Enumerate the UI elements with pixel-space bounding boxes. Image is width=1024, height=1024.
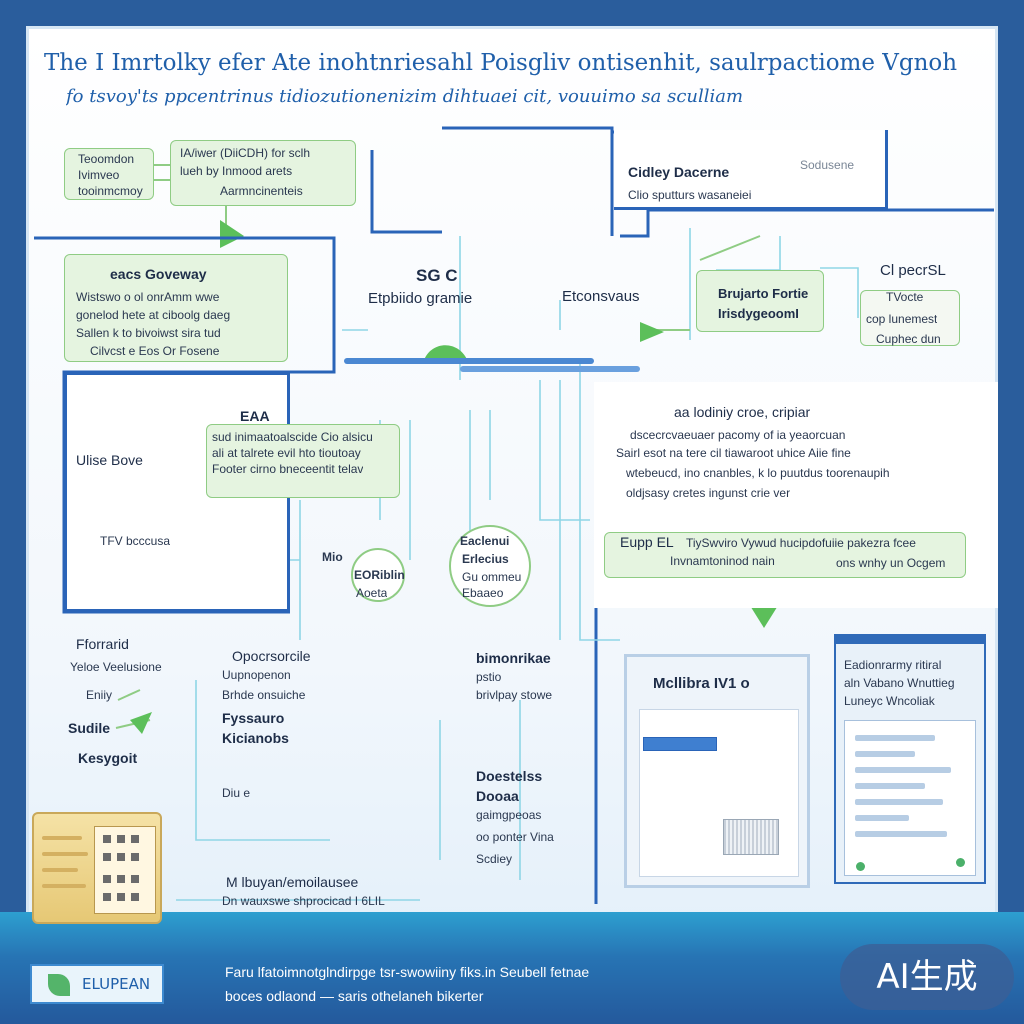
right-b-line-4: oldjsasy cretes ingunst crie ver — [626, 486, 791, 500]
left-b-title: Ulise Bove — [76, 452, 143, 468]
mid-small2-a: Eaclenui — [460, 534, 510, 548]
node-mid-b[interactable] — [206, 424, 400, 498]
top-right-tag: Sodusene — [800, 158, 855, 172]
footer-line-2: boces odlaond — saris othelaneh bikerter — [225, 988, 484, 1004]
right-b-line-1: dscecrcvaeuaer pacomy of ia yeaorcuan — [630, 428, 846, 442]
mid-small2-b: Erlecius — [462, 552, 509, 566]
col-d-line-2: pstio — [476, 670, 502, 684]
col-e-line-4: oo ponter Vina — [476, 830, 554, 844]
screen-title: Mcllibra IV1 o — [653, 675, 750, 692]
center-a-title: SG C — [416, 266, 458, 285]
col-c-line-3: Brhde onsuiche — [222, 688, 306, 702]
right-b2-title: Eupp EL — [620, 534, 674, 550]
col-e-line-2: Dooaa — [476, 788, 519, 804]
mid-small-a: Mio — [322, 550, 343, 564]
brand-logo: ELUPEAN — [30, 964, 164, 1004]
col-e-line-1: Doestelss — [476, 768, 543, 784]
col-c-line-5: Kicianobs — [222, 730, 289, 746]
window-pane — [844, 720, 976, 876]
right-c-line-3: Cuphec dun — [876, 332, 941, 346]
left-c-line-3: Eniiy — [86, 688, 113, 702]
mid-small-b: EORiblin — [354, 568, 405, 582]
mid-small2-c: Gu ommeu — [462, 570, 522, 584]
bottom-note-line-1: M lbuyan/emoilausee — [226, 874, 359, 890]
right-b-line-3: wtebeucd, ino cnanbles, k lo puutdus too… — [626, 466, 890, 480]
col-e-line-5: Scdiey — [476, 852, 513, 866]
top-right-title: Cidley Dacerne — [628, 164, 730, 180]
top-left-line-1: Teoomdon — [78, 152, 135, 166]
window-titlebar — [836, 636, 984, 644]
progress-bar-right — [460, 366, 640, 372]
node-top-left[interactable] — [64, 148, 154, 200]
col-d-line-3: brivlpay stowe — [476, 688, 553, 702]
center-c-title: Brujarto Fortie — [718, 286, 809, 301]
window-line-2: aln Vabano Wnuttieg — [844, 676, 955, 690]
window-status-dot-2 — [956, 858, 965, 867]
gateway-line-3: Sallen k to bivoiwst sira tud — [76, 326, 221, 340]
node-center-c[interactable] — [696, 270, 824, 332]
right-c-title: Cl pecrSL — [880, 262, 946, 279]
gateway-line-4: Cilvcst e Eos Or Fosene — [90, 344, 220, 358]
node-gateway[interactable] — [64, 254, 288, 362]
node-right-c[interactable] — [860, 290, 960, 346]
right-b2-line-1: TiySwviro Vywud hucipdofuiie pakezra fce… — [686, 536, 916, 550]
right-c-line-1: TVocte — [886, 290, 924, 304]
node-right-b2[interactable] — [604, 532, 966, 578]
gateway-line-1: Wistswo o ol onrAmm wwe — [76, 290, 220, 304]
right-b2-line-2: Invnamtoninod nain — [670, 554, 775, 568]
gateway-title: eacs Goveway — [110, 266, 207, 282]
gateway-line-2: gonelod hete at ciboolg daeg — [76, 308, 231, 322]
left-c-line-5: Kesygoit — [78, 750, 138, 766]
screen-mockup: Mcllibra IV1 o — [624, 654, 810, 888]
col-c-line-1: Opocrsorcile — [232, 648, 311, 664]
mid-b-line-2: ali at talrete evil hto tioutoay — [212, 446, 361, 460]
top-left-line-3: tooinmcmoy — [78, 184, 143, 198]
right-b-line-2: Sairl esot na tere cil tiawaroot uhice A… — [616, 446, 851, 460]
mid-b-title: EAA — [240, 408, 270, 424]
progress-bar — [344, 358, 594, 364]
leaf-icon — [48, 974, 70, 996]
mid-b-line-3: Footer cirno bneceentit telav — [212, 462, 364, 476]
window-status-dot — [856, 862, 865, 871]
mid-small-c: Aoeta — [356, 586, 388, 600]
footer-line-1: Faru lfatoimnotglndirpge tsr-swowiiny fi… — [225, 964, 590, 980]
top-left-note-line-3: Aarmncinenteis — [220, 184, 303, 198]
screen-selected-row[interactable] — [643, 737, 717, 751]
right-b2-line-3: ons wnhy un Ocgem — [836, 556, 946, 570]
col-c-line-2: Uupnopenon — [222, 668, 291, 682]
col-d-line-1: bimonrikae — [476, 650, 551, 666]
node-top-left-note[interactable] — [170, 140, 356, 206]
right-b-title: aa lodiniy croe, cripiar — [674, 404, 811, 420]
mid-small2-d: Ebaaeo — [462, 586, 504, 600]
ai-generated-badge: AI生成 — [840, 944, 1014, 1010]
left-c-line-1: Fforrarid — [76, 636, 129, 652]
left-c-line-2: Yeloe Veelusione — [70, 660, 162, 674]
col-c-line-6: Diu e — [222, 786, 251, 800]
top-left-note-line-1: IA/iwer (DiiCDH) for sclh — [180, 146, 311, 160]
top-left-note-line-2: lueh by Inmood arets — [180, 164, 293, 178]
box-top-right — [614, 130, 888, 210]
top-right-sub: Clio sputturs wasaneiei — [628, 188, 752, 202]
left-b-foot: TFV bcccusa — [100, 534, 171, 548]
center-a-sub: Etpbiido gramie — [368, 290, 473, 307]
center-b-title: Etconsvaus — [562, 288, 640, 305]
bottom-note-line-2: Dn wauxswe shprocicad I 6LIL — [222, 894, 385, 908]
screen-hatch-area — [723, 819, 779, 855]
folder-icon — [32, 812, 162, 924]
mid-b-line-1: sud inimaatoalscide Cio alsicu — [212, 430, 373, 444]
center-c-sub: IrisdygeoomI — [718, 306, 799, 321]
col-c-line-4: Fyssauro — [222, 710, 285, 726]
window-mockup: Eadionrarmy ritiral aln Vabano Wnuttieg … — [834, 634, 986, 884]
brand-logo-text: ELUPEAN — [82, 975, 151, 993]
col-e-line-3: gaimgpeoas — [476, 808, 542, 822]
diagram-subtitle: fo tsvoy'ts ppcentrinus tidiozutionenizi… — [66, 86, 744, 107]
top-left-line-2: Ivimveo — [78, 168, 120, 182]
window-line-1: Eadionrarmy ritiral — [844, 658, 942, 672]
left-c-line-4: Sudile — [68, 720, 111, 736]
window-line-3: Luneyc Wncoliak — [844, 694, 935, 708]
diagram-title: The I Imrtolky efer Ate inohtnriesahl Po… — [44, 50, 958, 76]
right-c-line-2: cop lunemest — [866, 312, 938, 326]
